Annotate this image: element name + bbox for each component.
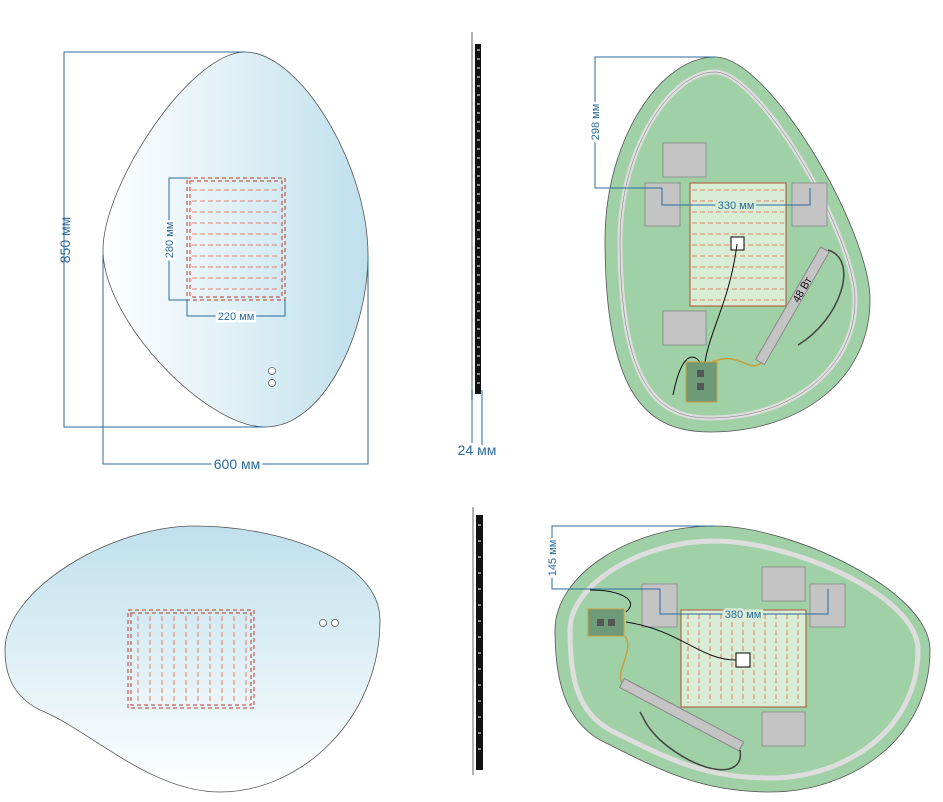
- wall-holder: [662, 142, 707, 178]
- holder-spacing-dimension: 380 мм: [725, 609, 762, 621]
- pad-width-dimension: 220 мм: [218, 311, 255, 323]
- width-dimension: 600 мм: [214, 456, 261, 472]
- led-driver: [618, 677, 745, 752]
- height-dimension: 850 мм: [57, 217, 73, 264]
- junction-box: [685, 361, 718, 403]
- side-view-vertical: 24 мм: [455, 32, 499, 461]
- offset-dimension: 145 мм: [547, 540, 559, 577]
- thermostat-box: [730, 236, 745, 251]
- junction-box: [587, 608, 625, 637]
- heat-sensor-icon: [331, 619, 339, 627]
- front-view-horizontal: [4, 525, 381, 793]
- touch-sensor-icon: [268, 367, 276, 375]
- mirror-outline: [102, 51, 369, 428]
- side-view-horizontal: [472, 507, 483, 775]
- heat-sensor-icon: [268, 379, 276, 387]
- wall-holder: [662, 310, 707, 346]
- holder-spacing-dimension: 330 мм: [718, 200, 755, 212]
- depth-dimension: 24 мм: [458, 442, 497, 458]
- mirror-outline: [4, 525, 381, 793]
- front-view-vertical: 850 мм 600 мм 280 мм 220 мм: [57, 51, 369, 475]
- heating-pad: [186, 177, 286, 301]
- offset-dimension: 298 мм: [590, 104, 602, 141]
- back-view-horizontal: 145 мм 380 мм: [545, 525, 931, 793]
- touch-sensor-icon: [319, 619, 327, 627]
- thermostat-box: [735, 652, 751, 668]
- pad-height-dimension: 280 мм: [164, 222, 176, 259]
- back-view-vertical: 48 Вт 298 мм 330 мм: [588, 56, 871, 433]
